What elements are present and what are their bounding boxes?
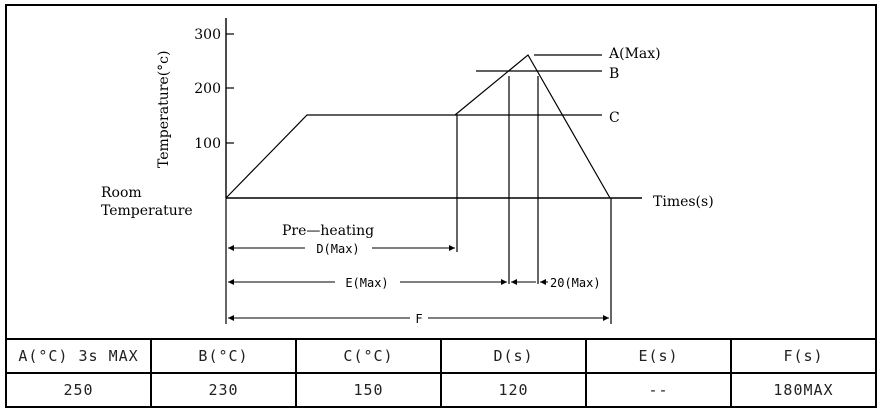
spec-value-b: 230 bbox=[150, 372, 297, 408]
spec-table: A(°C) 3s MAX B(°C) C(°C) D(s) E(s) F(s) … bbox=[5, 338, 877, 408]
level-label-c: C bbox=[609, 110, 620, 126]
spec-value-row: 250 230 150 120 -- 180MAX bbox=[5, 372, 877, 408]
spec-value-f: 180MAX bbox=[730, 372, 877, 408]
spec-header-f: F(s) bbox=[730, 338, 877, 374]
dim-f-label: F bbox=[415, 312, 422, 326]
dim-e-label: E(Max) bbox=[345, 276, 388, 290]
spec-header-d: D(s) bbox=[440, 338, 587, 374]
level-label-a: A(Max) bbox=[608, 46, 661, 62]
room-label-line1: Room bbox=[101, 185, 142, 201]
y-tick-label-200: 200 bbox=[194, 81, 221, 97]
y-tick-label-100: 100 bbox=[194, 136, 221, 152]
x-axis-label: Times(s) bbox=[653, 194, 714, 210]
spec-header-row: A(°C) 3s MAX B(°C) C(°C) D(s) E(s) F(s) bbox=[5, 338, 877, 374]
spec-value-a: 250 bbox=[5, 372, 152, 408]
room-label-line2: Temperature bbox=[101, 203, 193, 219]
y-axis-label: Temperature(°c) bbox=[156, 51, 172, 168]
spec-header-a: A(°C) 3s MAX bbox=[5, 338, 152, 374]
spec-value-d: 120 bbox=[440, 372, 587, 408]
temperature-profile-curve bbox=[225, 54, 611, 199]
spec-value-c: 150 bbox=[295, 372, 442, 408]
preheating-label: Pre—heating bbox=[282, 223, 374, 239]
spec-header-c: C(°C) bbox=[295, 338, 442, 374]
diagram-frame bbox=[5, 4, 877, 408]
y-tick-label-300: 300 bbox=[194, 27, 221, 43]
spec-header-e: E(s) bbox=[585, 338, 732, 374]
dim-d-label: D(Max) bbox=[316, 242, 359, 256]
reflow-profile-diagram: 300 200 100 Temperature(°c) Room Tempera… bbox=[101, 18, 714, 326]
spec-header-b: B(°C) bbox=[150, 338, 297, 374]
level-label-b: B bbox=[609, 66, 619, 82]
dim-20-label: 20(Max) bbox=[550, 276, 601, 290]
spec-value-e: -- bbox=[585, 372, 732, 408]
